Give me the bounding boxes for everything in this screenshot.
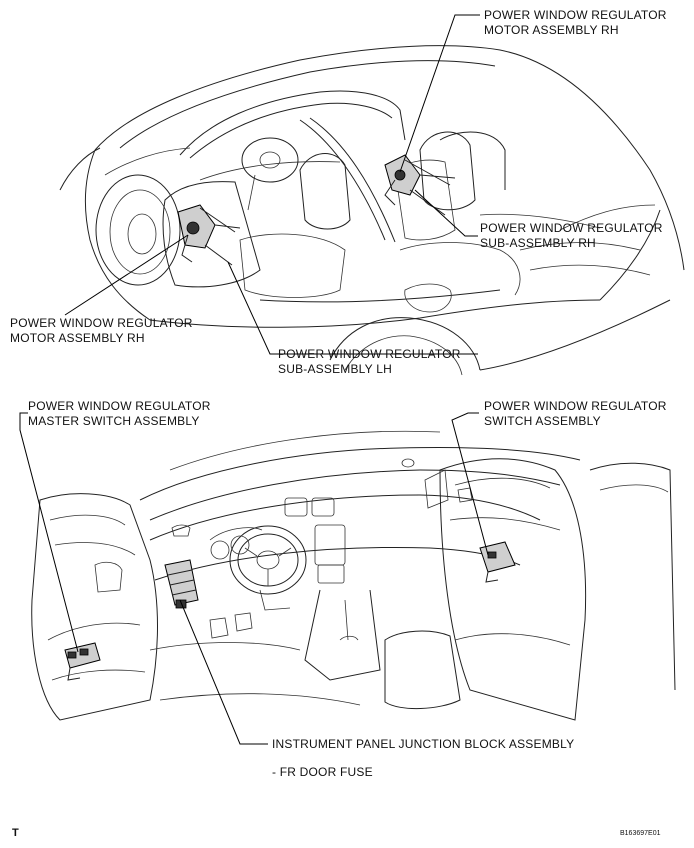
regulator-lh-part <box>177 204 241 266</box>
label-line: POWER WINDOW REGULATOR <box>480 221 663 235</box>
label-line: POWER WINDOW REGULATOR <box>28 399 211 413</box>
label-line: SWITCH ASSEMBLY <box>484 414 601 428</box>
label-sub-rh: POWER WINDOW REGULATOR SUB-ASSEMBLY RH <box>480 221 663 251</box>
label-line: POWER WINDOW REGULATOR <box>10 316 193 330</box>
label-line: SUB-ASSEMBLY RH <box>480 236 596 250</box>
figure-code: B163697E01 <box>620 830 661 837</box>
label-junction-block: INSTRUMENT PANEL JUNCTION BLOCK ASSEMBLY <box>272 737 575 751</box>
interior-drawing <box>31 430 676 721</box>
label-line: MOTOR ASSEMBLY RH <box>10 331 145 345</box>
label-line: POWER WINDOW REGULATOR <box>278 347 461 361</box>
label-motor-rh-left: POWER WINDOW REGULATOR MOTOR ASSEMBLY RH <box>10 316 193 346</box>
label-line: POWER WINDOW REGULATOR <box>484 399 667 413</box>
label-line: POWER WINDOW REGULATOR <box>484 8 667 22</box>
label-line: MASTER SWITCH ASSEMBLY <box>28 414 200 428</box>
passenger-switch-part <box>479 541 516 583</box>
master-switch-part <box>64 642 101 681</box>
regulator-rh-part <box>384 154 456 216</box>
label-line: SUB-ASSEMBLY LH <box>278 362 392 376</box>
label-switch-assy: POWER WINDOW REGULATOR SWITCH ASSEMBLY <box>484 399 667 429</box>
car-body-drawing <box>59 45 685 376</box>
junction-block-part <box>164 559 199 609</box>
label-motor-rh-top: POWER WINDOW REGULATOR MOTOR ASSEMBLY RH <box>484 8 667 38</box>
label-line: MOTOR ASSEMBLY RH <box>484 23 619 37</box>
label-fuse: - FR DOOR FUSE <box>272 765 373 779</box>
label-sub-lh: POWER WINDOW REGULATOR SUB-ASSEMBLY LH <box>278 347 461 377</box>
corner-mark: T <box>12 827 19 839</box>
label-master-switch: POWER WINDOW REGULATOR MASTER SWITCH ASS… <box>28 399 211 429</box>
